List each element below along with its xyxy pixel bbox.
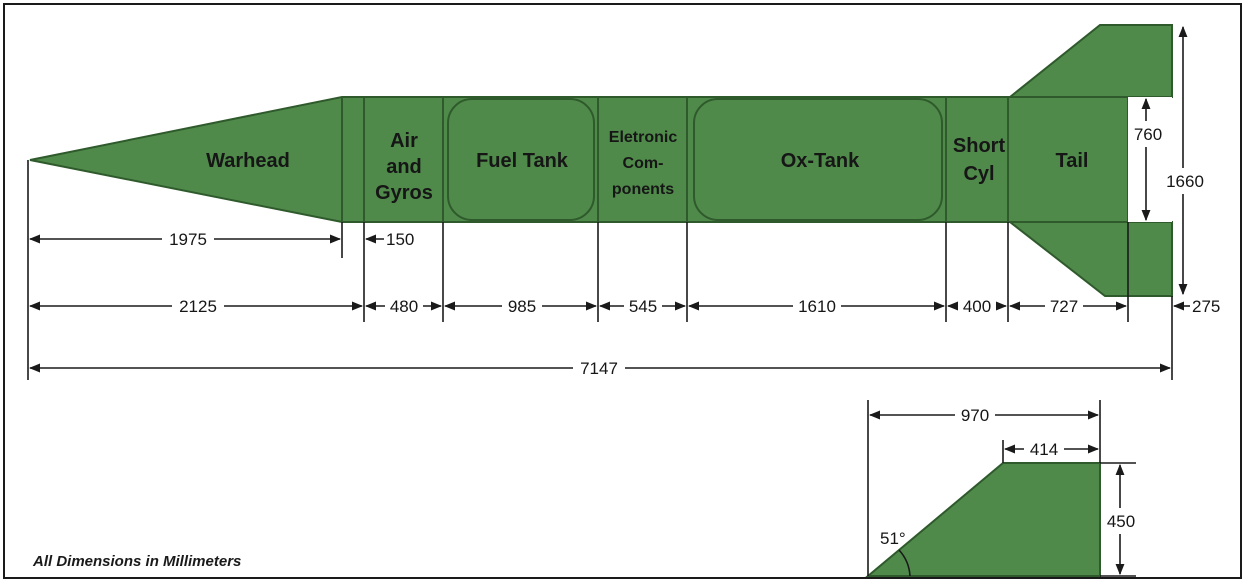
dim-1610: 1610 <box>798 297 836 316</box>
air-gyros-label-line-2: and <box>386 156 422 178</box>
dim-414: 414 <box>1030 440 1058 459</box>
tail-label: Tail <box>1056 150 1089 172</box>
fuel-tank-outline <box>447 98 595 221</box>
dim-970: 970 <box>961 406 989 425</box>
fin-angle-label: 51° <box>880 529 906 548</box>
air-gyros-label-line-3: Gyros <box>375 182 433 204</box>
warhead-label: Warhead <box>206 150 290 172</box>
short-cyl-label-line-1: Short <box>953 135 1006 157</box>
upper-fin <box>1007 24 1173 98</box>
dim-2125: 2125 <box>179 297 217 316</box>
units-note: All Dimensions in Millimeters <box>33 553 242 570</box>
dim-727: 727 <box>1050 297 1078 316</box>
dim-985: 985 <box>508 297 536 316</box>
angle-arc <box>898 549 911 577</box>
rocket-body <box>29 24 1173 297</box>
dim-1660: 1660 <box>1166 172 1204 191</box>
electronic-label-line-3: ponents <box>612 181 674 198</box>
lower-fin <box>1007 221 1173 297</box>
electronic-label-line-1: Eletronic <box>609 129 678 146</box>
fin-detail <box>865 400 1136 577</box>
fin-shape <box>865 462 1101 577</box>
dim-400: 400 <box>963 297 991 316</box>
dim-275: 275 <box>1192 297 1220 316</box>
short-cyl-label-line-2: Cyl <box>963 163 994 185</box>
dim-545: 545 <box>629 297 657 316</box>
dim-1975: 1975 <box>169 230 207 249</box>
dim-450: 450 <box>1107 512 1135 531</box>
air-gyros-label-line-1: Air <box>390 130 418 152</box>
dim-150: 150 <box>386 230 414 249</box>
dim-480: 480 <box>390 297 418 316</box>
dim-7147: 7147 <box>580 359 618 378</box>
ox-tank-outline <box>693 98 943 221</box>
electronic-label-line-2: Com- <box>623 155 664 172</box>
fuel-tank-label: Fuel Tank <box>476 150 569 172</box>
extension-lines <box>27 160 1173 380</box>
dim-760: 760 <box>1134 125 1162 144</box>
ox-tank-label: Ox-Tank <box>781 150 860 172</box>
